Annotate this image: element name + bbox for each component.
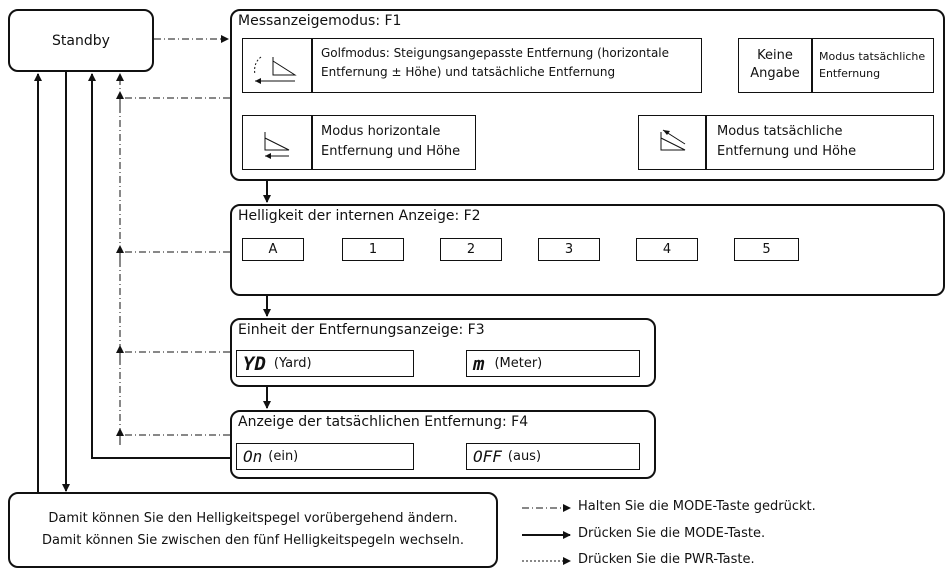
horizontal-mode-text-1: Modus horizontale — [321, 124, 441, 139]
actual-height-mode-box: Modus tatsächliche Entfernung und Höhe — [706, 115, 934, 170]
f4-to-standby-line — [88, 73, 230, 459]
brightness-level-a: A — [242, 238, 304, 261]
on-option-box: On (ein) — [236, 443, 414, 470]
actual-distance-icon — [660, 129, 686, 151]
brightness-level-2: 2 — [440, 238, 502, 261]
legend-press-mode: Drücken Sie die MODE-Taste. — [578, 526, 766, 541]
yard-label: (Yard) — [273, 356, 312, 371]
yard-code: YD — [243, 352, 266, 375]
legend-press-pwr: Drücken Sie die PWR-Taste. — [578, 552, 755, 567]
legend-hold-mode: Halten Sie die MODE-Taste gedrückt. — [578, 499, 816, 514]
meter-label: (Meter) — [494, 356, 543, 371]
horizontal-distance-icon — [264, 132, 290, 159]
horizontal-mode-box: Modus horizontale Entfernung und Höhe — [312, 115, 476, 170]
keine-angabe-text-2: Angabe — [750, 66, 800, 81]
note-box: Damit können Sie den Helligkeitspegel vo… — [8, 492, 498, 568]
keine-angabe-box: Keine Angabe — [738, 38, 812, 93]
actual-distance-text-2: Entfernung — [819, 67, 881, 80]
keine-angabe-text-1: Keine — [757, 48, 793, 63]
note-line-2: Damit können Sie zwischen den fünf Helli… — [42, 533, 464, 548]
yard-option-box: YD (Yard) — [236, 350, 414, 377]
actual-height-text-2: Entfernung und Höhe — [717, 144, 857, 159]
brightness-level-3: 3 — [538, 238, 600, 261]
golf-mode-text-1: Golfmodus: Steigungsangepasste Entfernun… — [321, 46, 670, 60]
golf-slope-icon — [254, 56, 297, 84]
horizontal-mode-icon-box — [242, 115, 312, 170]
off-label: (aus) — [507, 449, 542, 464]
actual-height-icon-box — [638, 115, 706, 170]
actual-distance-mode-box: Modus tatsächliche Entfernung — [812, 38, 934, 93]
on-code: On — [243, 447, 263, 466]
meter-code: m — [473, 352, 485, 375]
golf-mode-text-2: Entfernung ± Höhe) und tatsächliche Entf… — [321, 65, 616, 79]
golf-mode-icon-box — [242, 38, 312, 93]
f2-title: Helligkeit der internen Anzeige: F2 — [238, 208, 481, 224]
golf-mode-box: Golfmodus: Steigungsangepasste Entfernun… — [312, 38, 702, 93]
f1-title: Messanzeigemodus: F1 — [238, 13, 402, 29]
standby-label: Standby — [52, 32, 110, 49]
actual-distance-text-1: Modus tatsächliche — [819, 50, 926, 63]
off-code: OFF — [473, 447, 502, 466]
actual-height-text-1: Modus tatsächliche — [717, 124, 843, 139]
f3-title: Einheit der Entfernungsanzeige: F3 — [238, 322, 485, 338]
meter-option-box: m (Meter) — [466, 350, 640, 377]
off-option-box: OFF (aus) — [466, 443, 640, 470]
horizontal-mode-text-2: Entfernung und Höhe — [321, 144, 461, 159]
brightness-level-4: 4 — [636, 238, 698, 261]
f4-title: Anzeige der tatsächlichen Entfernung: F4 — [238, 414, 529, 430]
brightness-level-1: 1 — [342, 238, 404, 261]
standby-box: Standby — [8, 9, 154, 72]
brightness-level-5: 5 — [734, 238, 799, 261]
on-label: (ein) — [268, 449, 299, 464]
note-line-1: Damit können Sie den Helligkeitspegel vo… — [48, 511, 458, 526]
